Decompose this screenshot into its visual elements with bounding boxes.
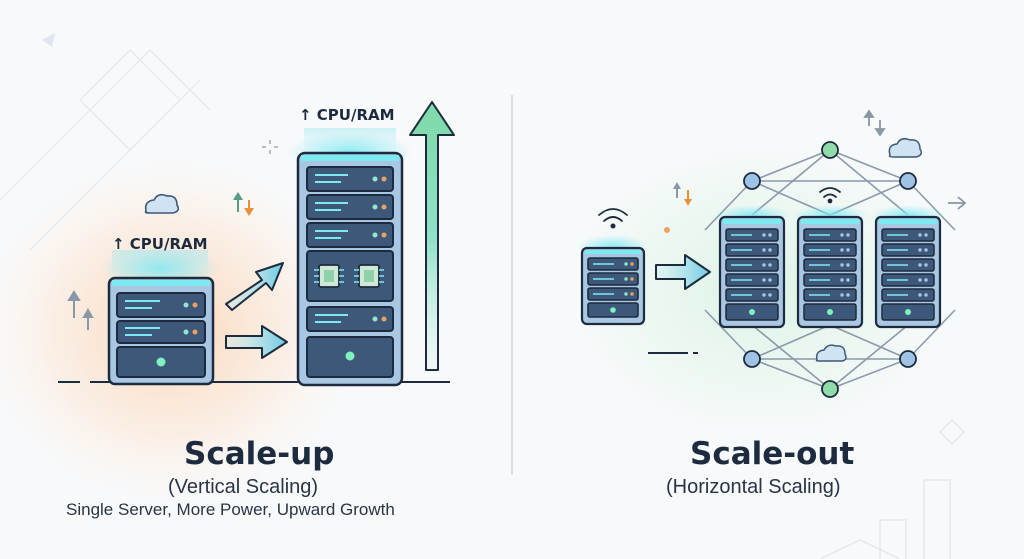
scale-up-description: Single Server, More Power, Upward Growth <box>66 500 395 519</box>
decorative-lines <box>0 48 211 251</box>
small-server-cpu-ram-label: ↑ CPU/RAM <box>112 235 208 253</box>
network-node <box>743 172 761 190</box>
cloud-icon <box>888 137 923 158</box>
scale-out-arrow <box>655 254 711 290</box>
cluster-server-1 <box>718 215 786 329</box>
network-node <box>821 380 839 398</box>
cloud-icon <box>815 344 847 362</box>
transfer-arrows-icon <box>233 192 254 216</box>
small-server-beam <box>112 250 208 278</box>
cluster-server-3 <box>874 215 942 329</box>
single-server <box>580 246 646 326</box>
scale-out-subtitle: (Horizontal Scaling) <box>666 476 841 498</box>
ram-chip-icon <box>354 264 384 288</box>
up-arrows-icon <box>67 290 94 330</box>
network-node <box>899 172 917 190</box>
small-server <box>107 276 215 386</box>
network-node <box>743 350 761 368</box>
transfer-arrows-icon <box>673 182 692 206</box>
large-server-beam <box>304 128 396 152</box>
large-server-cpu-ram-label: ↑ CPU/RAM <box>299 106 395 124</box>
scale-up-title: Scale-up <box>184 436 335 472</box>
cpu-chip-icon <box>314 264 344 288</box>
cloud-icon <box>144 193 180 214</box>
crosshair-icon <box>262 140 278 154</box>
wifi-icon <box>598 208 628 229</box>
network-links <box>704 149 956 390</box>
cluster-server-2 <box>796 215 864 329</box>
scale-arrows <box>225 262 288 359</box>
network-node <box>821 141 839 159</box>
decorative-bars <box>819 418 966 559</box>
network-node <box>899 350 917 368</box>
right-arrow-icon <box>948 196 967 210</box>
growth-arrow <box>409 101 455 371</box>
sync-arrows-icon <box>863 109 886 137</box>
large-server <box>296 151 404 387</box>
triangle-icon <box>42 33 55 47</box>
dot-accent <box>664 227 670 233</box>
scale-up-subtitle: (Vertical Scaling) <box>168 476 319 498</box>
wifi-icon <box>819 187 841 204</box>
scale-out-title: Scale-out <box>690 436 855 472</box>
network-nodes <box>743 141 917 398</box>
